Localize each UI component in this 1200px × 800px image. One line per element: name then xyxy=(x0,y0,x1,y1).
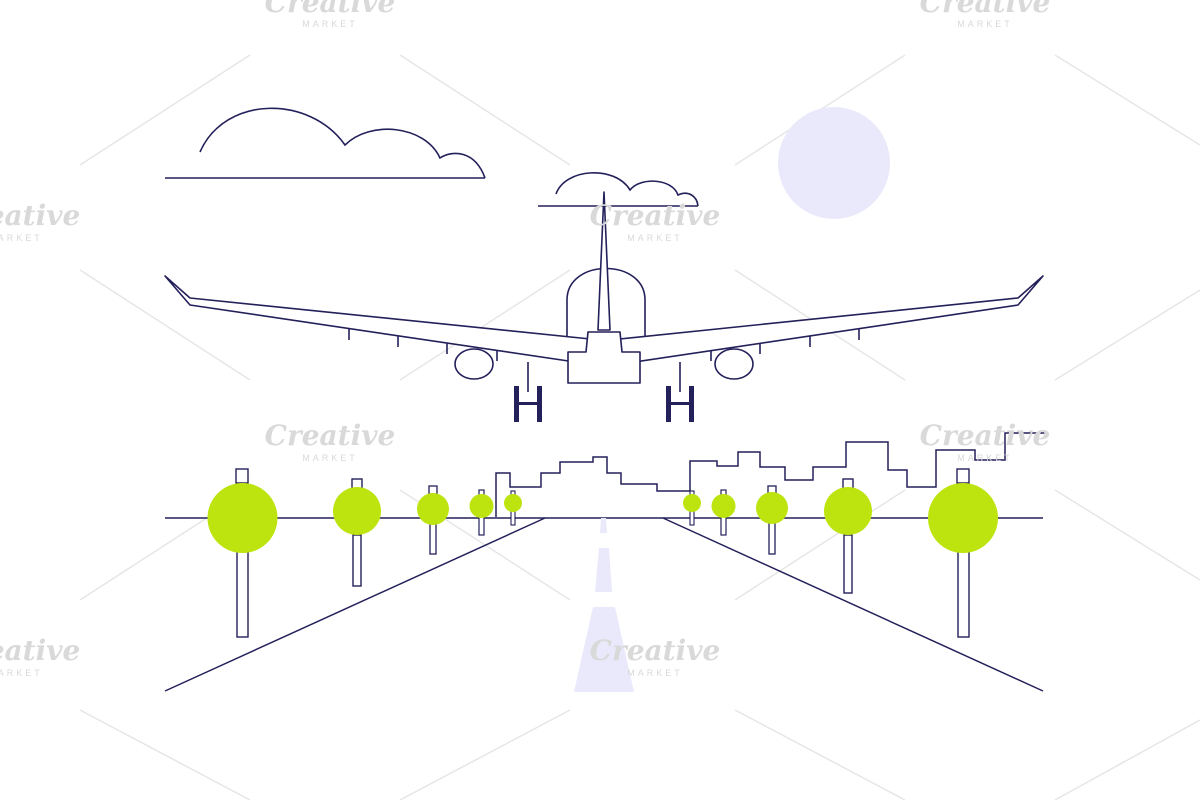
svg-text:Creative: Creative xyxy=(0,634,80,667)
svg-text:Creative: Creative xyxy=(920,419,1051,452)
tree-icon xyxy=(824,478,872,594)
tree-icon xyxy=(504,490,522,526)
watermark-lines xyxy=(79,54,1200,800)
city-skyline-icon xyxy=(495,432,1045,517)
svg-text:Creative: Creative xyxy=(920,0,1051,19)
moon-icon xyxy=(778,107,890,219)
tree-icon xyxy=(469,489,494,536)
svg-text:Creative: Creative xyxy=(265,0,396,19)
svg-text:Creative: Creative xyxy=(265,419,396,452)
svg-text:MARKET: MARKET xyxy=(302,453,358,463)
watermark: Creative MARKET Creative MARKET Creative… xyxy=(0,0,1050,678)
tree-icon xyxy=(683,490,701,526)
tree-icon xyxy=(333,478,381,587)
svg-text:MARKET: MARKET xyxy=(627,668,683,678)
svg-text:MARKET: MARKET xyxy=(957,453,1013,463)
tree-icon xyxy=(928,468,998,638)
svg-text:MARKET: MARKET xyxy=(0,233,43,243)
tree-icon xyxy=(417,485,449,555)
svg-text:Creative: Creative xyxy=(590,199,721,232)
cloud-icon xyxy=(165,107,486,179)
airplane-icon xyxy=(164,191,1044,392)
tree-icon xyxy=(756,485,788,555)
tree-icon xyxy=(207,468,278,638)
svg-text:MARKET: MARKET xyxy=(302,19,358,29)
svg-text:MARKET: MARKET xyxy=(0,668,43,678)
svg-text:MARKET: MARKET xyxy=(957,19,1013,29)
tree-icon xyxy=(711,489,736,536)
svg-text:Creative: Creative xyxy=(590,634,721,667)
cloud-icon xyxy=(538,171,699,207)
landing-gear xyxy=(514,386,694,422)
svg-text:MARKET: MARKET xyxy=(627,233,683,243)
runway-icon xyxy=(164,517,1044,692)
svg-text:Creative: Creative xyxy=(0,199,80,232)
